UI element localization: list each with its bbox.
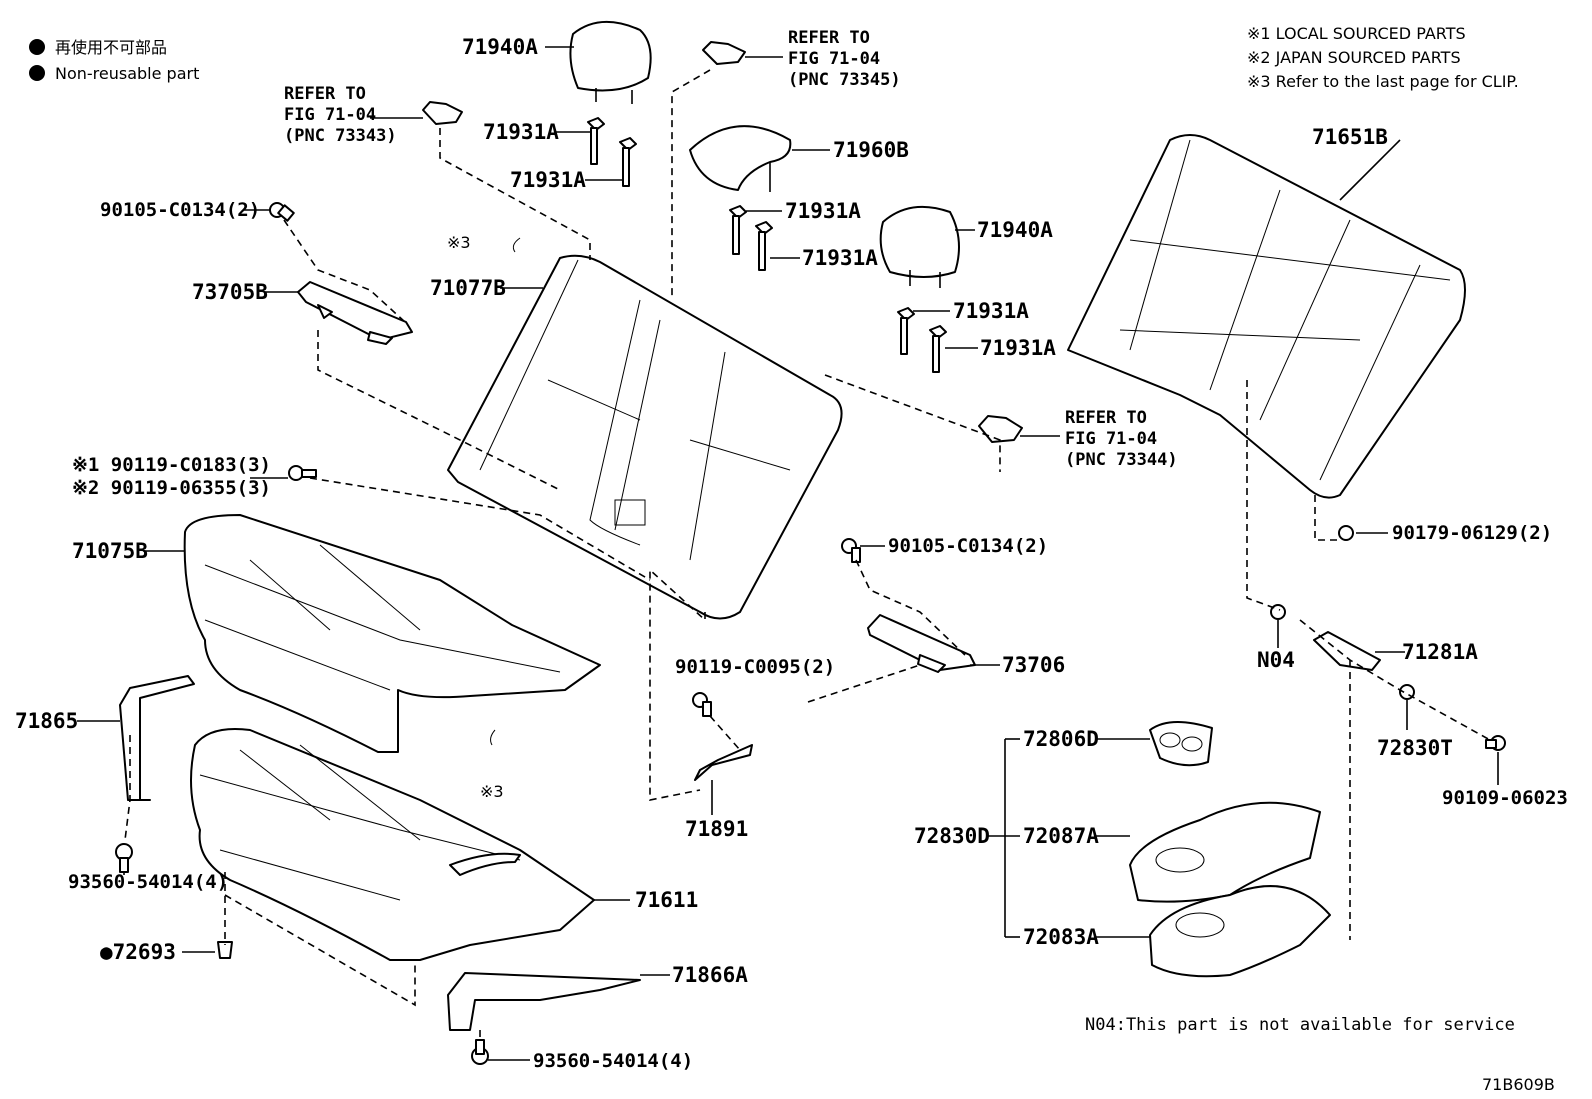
part-label-73705B: 73705B <box>192 280 268 304</box>
ref-callout-73344: REFER TO FIG 71-04 (PNC 73344) <box>1065 408 1178 470</box>
part-label-72806D: 72806D <box>1023 727 1099 751</box>
assembly-dashed-lines <box>124 69 1491 1042</box>
part-label-90109-06023: 90109-06023 <box>1442 787 1568 809</box>
part-label-71960B: 71960B <box>833 138 909 162</box>
part-label-71931A: 71931A <box>802 246 878 270</box>
figure-code: 71B609B <box>1482 1075 1555 1094</box>
bracket-73706 <box>867 614 976 673</box>
note-japan-sourced: ※2 JAPAN SOURCED PARTS <box>1247 48 1461 67</box>
ref-line-2: FIG 71-04 <box>788 49 880 69</box>
part-label-71865: 71865 <box>15 709 78 733</box>
part-label-71891: 71891 <box>685 817 748 841</box>
note-clip-reference: ※3 Refer to the last page for CLIP. <box>1247 72 1519 91</box>
bracket-73705B <box>297 281 413 345</box>
legend-non-reusable-jp: 再使用不可部品 <box>55 38 167 57</box>
part-label-71931A: 71931A <box>980 336 1056 360</box>
part-label-71651B: 71651B <box>1312 125 1388 149</box>
ref-line-3: (PNC 73344) <box>1065 450 1178 470</box>
legend-non-reusable-en: Non-reusable part <box>55 64 199 83</box>
clip-note-ref: ※3 <box>480 782 504 801</box>
part-label-93560-54014: 93560-54014(4) <box>533 1050 693 1072</box>
clip-note-ref: ※3 <box>447 233 471 252</box>
part-label-93560-54014: 93560-54014(4) <box>68 871 228 893</box>
part-label-71931A: 71931A <box>785 199 861 223</box>
part-label-72830D: 72830D <box>914 824 990 848</box>
non-reusable-bullet-icon <box>29 65 45 81</box>
seat-cushion-cover-71075B <box>183 514 601 753</box>
part-label-72693: ●72693 <box>100 940 176 964</box>
part-label-90119-C0095: 90119-C0095(2) <box>675 656 835 678</box>
part-label-N04: N04 <box>1257 648 1295 672</box>
legend: 再使用不可部品 Non-reusable part <box>29 38 199 83</box>
note-local-sourced: ※1 LOCAL SOURCED PARTS <box>1247 24 1466 43</box>
part-label-71931A: 71931A <box>483 120 559 144</box>
part-label-71075B: 71075B <box>72 539 148 563</box>
bolt-icon <box>115 202 1506 1065</box>
cup-holder-72806D <box>1149 720 1213 767</box>
ref-line-3: (PNC 73345) <box>788 70 901 90</box>
bracket-71891 <box>694 744 753 781</box>
part-label-71077B: 71077B <box>430 276 506 300</box>
seatback-71077B <box>447 254 843 620</box>
clip-icon <box>490 237 521 746</box>
leader-lines <box>77 46 1499 1061</box>
seat-cushion-pad-71611 <box>190 728 595 961</box>
seatback-board-71651B <box>1067 134 1466 499</box>
ref-line-1: REFER TO <box>788 28 870 48</box>
armrest-72083A <box>1149 885 1331 978</box>
headrest-71940A-mid <box>879 205 960 288</box>
part-label-71931A: 71931A <box>510 168 586 192</box>
pad-part-icon <box>702 41 746 65</box>
part-label-90119-06355: ※2 90119-06355(3) <box>72 477 271 499</box>
part-labels: 71940A 71931A 71931A 71960B 71931A 71931… <box>15 35 1568 1072</box>
ref-line-1: REFER TO <box>1065 408 1147 428</box>
sourcing-notes: ※1 LOCAL SOURCED PARTS ※2 JAPAN SOURCED … <box>1247 24 1519 91</box>
cover-71865 <box>119 675 195 801</box>
cover-71866A <box>447 972 641 1031</box>
headrest-guide-pins <box>587 117 947 373</box>
ref-line-2: FIG 71-04 <box>284 105 376 125</box>
part-label-90179-06129: 90179-06129(2) <box>1392 522 1552 544</box>
headrest-71940A-top <box>569 20 652 104</box>
part-label-73706: 73706 <box>1002 653 1065 677</box>
part-label-71940A: 71940A <box>977 218 1053 242</box>
part-label-71940A: 71940A <box>462 35 538 59</box>
ref-line-3: (PNC 73343) <box>284 126 397 146</box>
pad-part-icon <box>422 101 463 125</box>
part-label-90119-C0183: ※1 90119-C0183(3) <box>72 454 271 476</box>
n04-service-note: N04:This part is not available for servi… <box>1085 1015 1515 1035</box>
part-label-72087A: 72087A <box>1023 824 1099 848</box>
bracket-71281A <box>1313 631 1381 671</box>
part-label-71281A: 71281A <box>1402 640 1478 664</box>
part-label-90105-C0134: 90105-C0134(2) <box>888 535 1048 557</box>
part-label-71611: 71611 <box>635 888 698 912</box>
ref-line-2: FIG 71-04 <box>1065 429 1157 449</box>
part-label-72083A: 72083A <box>1023 925 1099 949</box>
armrest-72087A <box>1129 801 1321 903</box>
part-label-72830T: 72830T <box>1377 736 1453 760</box>
headrest-71960B <box>689 125 792 192</box>
part-label-71931A: 71931A <box>953 299 1029 323</box>
pad-part-icon <box>978 415 1023 443</box>
part-label-90105-C0134: 90105-C0134(2) <box>100 199 260 221</box>
ref-callout-73345: REFER TO FIG 71-04 (PNC 73345) <box>788 28 901 90</box>
part-label-71866A: 71866A <box>672 963 748 987</box>
ref-line-1: REFER TO <box>284 84 366 104</box>
non-reusable-bullet-icon <box>29 39 45 55</box>
ref-callout-73343: REFER TO FIG 71-04 (PNC 73343) <box>284 84 397 146</box>
